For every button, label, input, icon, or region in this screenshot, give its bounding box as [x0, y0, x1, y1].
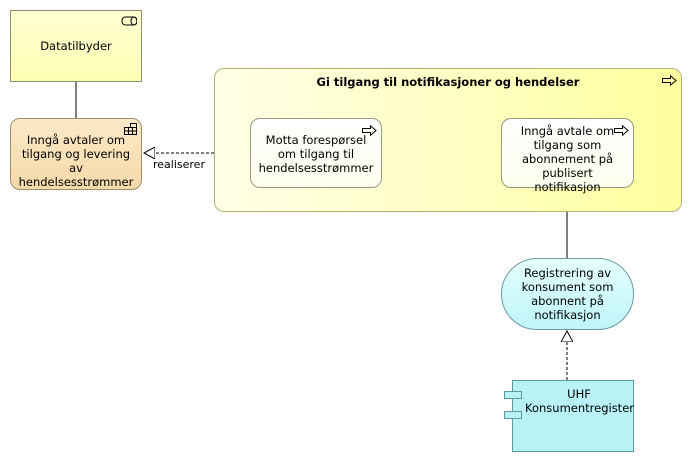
- actor-datatilbyder[interactable]: Datatilbyder: [10, 10, 142, 82]
- process1-label: Motta forespørsel om tilgang til hendels…: [258, 133, 374, 175]
- function-inngaa-avtaler[interactable]: Inngå avtaler om tilgang og levering av …: [10, 118, 142, 190]
- process-arrow-icon: [662, 75, 677, 86]
- event-label: Registrering av konsument som abonnent p…: [521, 266, 614, 322]
- actor-label: Datatilbyder: [40, 39, 112, 53]
- process-inngaa-avtale[interactable]: Inngå avtale om tilgang som abonnement p…: [501, 118, 634, 194]
- process-arrow-icon: [614, 125, 629, 136]
- component-icon: [504, 391, 522, 399]
- service-label: Inngå avtaler om tilgang og levering av …: [18, 133, 134, 189]
- role-icon: [121, 16, 137, 26]
- process2-label: Inngå avtale om tilgang som abonnement p…: [520, 124, 615, 194]
- component-tab-lower: [504, 411, 522, 419]
- component-label: UHF Konsumentregister: [525, 387, 634, 415]
- component-uhf-konsumentregister[interactable]: UHF Konsumentregister: [504, 380, 634, 452]
- event-registrering[interactable]: Registrering av konsument som abonnent p…: [501, 258, 634, 330]
- realization-label: realiserer: [153, 158, 205, 171]
- process-motta-foresporsel[interactable]: Motta forespørsel om tilgang til hendels…: [250, 118, 382, 188]
- process-arrow-icon: [362, 125, 377, 136]
- function-grid-icon: [124, 123, 137, 135]
- group-title: Gi tilgang til notifikasjoner og hendels…: [316, 75, 580, 89]
